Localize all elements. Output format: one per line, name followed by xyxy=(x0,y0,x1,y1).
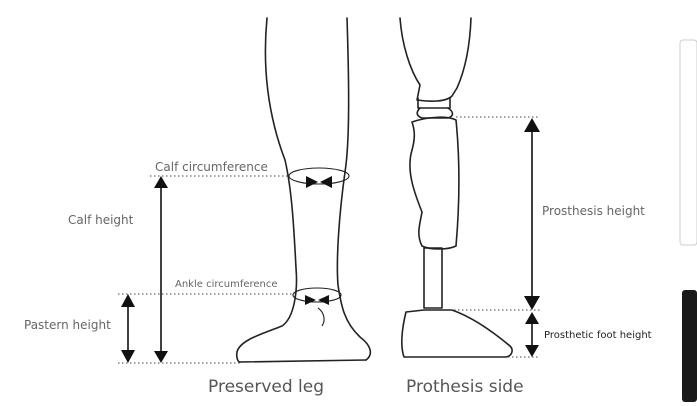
pastern-height-label: Pastern height xyxy=(24,319,111,331)
preserved-leg-caption: Preserved leg xyxy=(208,379,324,396)
ankle-circumference-label: Ankle circumference xyxy=(175,280,278,290)
ankle-circumference-marker xyxy=(293,288,341,305)
prosthetic-foot xyxy=(402,310,512,357)
calf-circumference-marker xyxy=(289,168,349,188)
prosthesis-height-label: Prosthesis height xyxy=(542,205,645,217)
right-edge-panel xyxy=(680,40,697,402)
prosthetic-foot-height-label: Prosthetic foot height xyxy=(544,331,652,341)
preserved-leg-outline xyxy=(237,18,371,362)
preserved-leg-guides xyxy=(118,176,294,363)
prosthesis-height-arrow xyxy=(524,118,540,310)
prosthetic-foot-height-arrow xyxy=(525,312,539,357)
calf-height-arrow xyxy=(154,176,168,363)
prosthesis-socket xyxy=(400,18,471,249)
pastern-height-arrow xyxy=(121,294,135,363)
prosthesis-pylon xyxy=(424,248,442,308)
calf-circumference-label: Calf circumference xyxy=(155,161,268,173)
calf-height-label: Calf height xyxy=(68,214,133,226)
prosthesis-side-caption: Prothesis side xyxy=(406,379,524,396)
